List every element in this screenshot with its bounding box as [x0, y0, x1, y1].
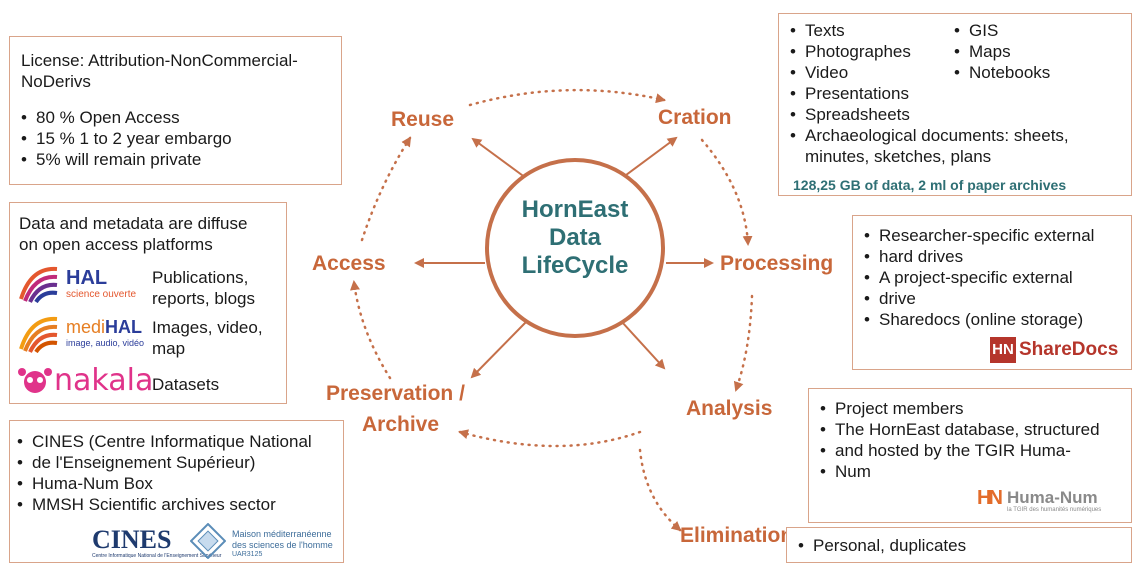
list-item: GIS — [952, 20, 1050, 41]
stage-access: Access — [312, 252, 386, 275]
stage-analysis: Analysis — [686, 397, 773, 420]
analysis-box: Project members The HornEast database, s… — [808, 388, 1132, 523]
arrow-to-creation — [621, 136, 678, 179]
list-item: The HornEast database, structured — [818, 419, 1100, 440]
list-item: Video — [788, 62, 1069, 83]
center-line-2: Data — [548, 224, 602, 251]
arrow-to-preservation — [470, 321, 527, 379]
medihal-logo-sub: image, audio, vidéo — [66, 338, 145, 348]
creation-list-2: GIS Maps Notebooks — [952, 20, 1050, 83]
list-item-cont: Num — [818, 461, 1100, 482]
humanum-logo-text: Huma-Num — [1007, 488, 1098, 507]
sharedocs-logo-icon: HN — [990, 337, 1016, 363]
access-heading-2: on open access platforms — [19, 235, 213, 254]
list-item: Spreadsheets — [788, 104, 1069, 125]
license-box: License: Attribution-NonCommercial- NoDe… — [9, 36, 342, 185]
medihal-logo-b: HAL — [105, 317, 143, 337]
list-item: 15 % 1 to 2 year embargo — [19, 128, 232, 149]
archive-list: CINES (Centre Informatique National de l… — [15, 431, 312, 515]
list-item: Project members — [818, 398, 1100, 419]
processing-list: Researcher-specific external hard drives… — [862, 225, 1094, 330]
humanum-logo-sub: la TGIR des humanités numériques — [1007, 507, 1102, 513]
analysis-list: Project members The HornEast database, s… — [818, 398, 1100, 482]
list-item: MMSH Scientific archives sector — [15, 494, 312, 515]
stage-archive: Archive — [362, 413, 440, 436]
dotted-reuse-to-creation — [468, 88, 666, 107]
access-heading-1: Data and metadata are diffuse — [19, 214, 248, 233]
medihal-desc-1: Images, video, — [152, 318, 263, 337]
creation-list-1: Texts Photographes Video Presentations S… — [788, 20, 1069, 146]
list-item: CINES (Centre Informatique National — [15, 431, 312, 452]
stage-processing: Processing — [720, 252, 834, 275]
license-heading-2: NoDerivs — [21, 72, 91, 91]
list-item: Huma-Num Box — [15, 473, 312, 494]
list-item: A project-specific external — [862, 267, 1094, 288]
dotted-creation-to-processing — [700, 138, 753, 246]
list-item: Researcher-specific external — [862, 225, 1094, 246]
list-item-cont: de l'Enseignement Supérieur) — [15, 452, 312, 473]
archive-box: CINES (Centre Informatique National de l… — [9, 420, 344, 563]
mmsh-logo-icon — [190, 523, 226, 559]
medihal-desc-2: map — [152, 339, 186, 358]
list-item-cont: and hosted by the TGIR Huma- — [818, 440, 1100, 461]
hal-desc-1: Publications, — [152, 268, 249, 287]
center-line-1: HornEast — [521, 196, 629, 223]
license-list: 80 % Open Access 15 % 1 to 2 year embarg… — [19, 107, 232, 170]
hal-logo-text: HAL — [66, 267, 108, 289]
cines-logo-sub: Centre Informatique National de l'Enseig… — [92, 553, 222, 559]
stage-reuse: Reuse — [391, 108, 455, 131]
list-item: 80 % Open Access — [19, 107, 232, 128]
mmsh-line-1: Maison méditerranéenne — [232, 529, 332, 539]
medihal-logo-a: medi — [66, 317, 106, 337]
list-item-cont: drive — [862, 288, 1094, 309]
dotted-preservation-to-access — [350, 280, 392, 380]
center-line-3: LifeCycle — [521, 252, 629, 279]
elimination-box: Personal, duplicates — [786, 527, 1132, 563]
list-item: Presentations — [788, 83, 1069, 104]
list-item: 5% will remain private — [19, 149, 232, 170]
elimination-list: Personal, duplicates — [796, 535, 966, 556]
medihal-logo-text: mediHAL — [66, 317, 142, 338]
mmsh-line-3: UAR3125 — [232, 551, 263, 558]
list-item: Sharedocs (online storage) — [862, 309, 1094, 330]
list-item: Maps — [952, 41, 1050, 62]
creation-volume: 128,25 GB of data, 2 ml of paper archive… — [793, 177, 1067, 193]
stage-elimination: Elimination — [680, 524, 794, 547]
sharedocs-logo-text: ShareDocs — [1019, 339, 1119, 360]
list-item: Archaeological documents: sheets, — [788, 125, 1069, 146]
nakala-logo-text: nakala — [54, 363, 154, 398]
mmsh-line-2: des sciences de l'homme — [232, 540, 333, 550]
nakala-desc: Datasets — [152, 375, 220, 394]
creation-list-cont: minutes, sketches, plans — [805, 147, 992, 166]
stage-creation: Cration — [658, 106, 732, 129]
list-item: Texts — [788, 20, 1069, 41]
dotted-processing-to-analysis — [733, 294, 754, 392]
dotted-analysis-to-elimination — [638, 448, 682, 532]
list-item: Notebooks — [952, 62, 1050, 83]
medihal-logo-icon — [19, 316, 58, 353]
list-item: Personal, duplicates — [796, 535, 966, 556]
access-platforms-box: Data and metadata are diffuse on open ac… — [9, 202, 287, 404]
dotted-access-to-reuse — [360, 136, 412, 242]
license-heading-1: License: Attribution-NonCommercial- — [21, 51, 298, 70]
stage-preservation: Preservation / — [326, 382, 465, 405]
cines-logo: CINES — [92, 525, 172, 554]
list-item: Photographes — [788, 41, 1069, 62]
creation-box: Texts Photographes Video Presentations S… — [778, 13, 1132, 196]
hal-desc-2: reports, blogs — [152, 289, 255, 308]
nakala-logo-icon — [18, 368, 52, 393]
dotted-analysis-to-preservation — [458, 429, 642, 448]
hal-logo-sub: science ouverte — [66, 289, 137, 300]
humanum-logo-icon: HN — [977, 487, 1003, 509]
arrow-to-reuse — [471, 137, 527, 179]
hal-logo-icon — [19, 266, 58, 303]
arrow-to-analysis — [621, 321, 666, 370]
list-item-cont: hard drives — [862, 246, 1094, 267]
processing-box: Researcher-specific external hard drives… — [852, 215, 1132, 370]
lifecycle-center: HornEast Data LifeCycle — [485, 158, 665, 338]
